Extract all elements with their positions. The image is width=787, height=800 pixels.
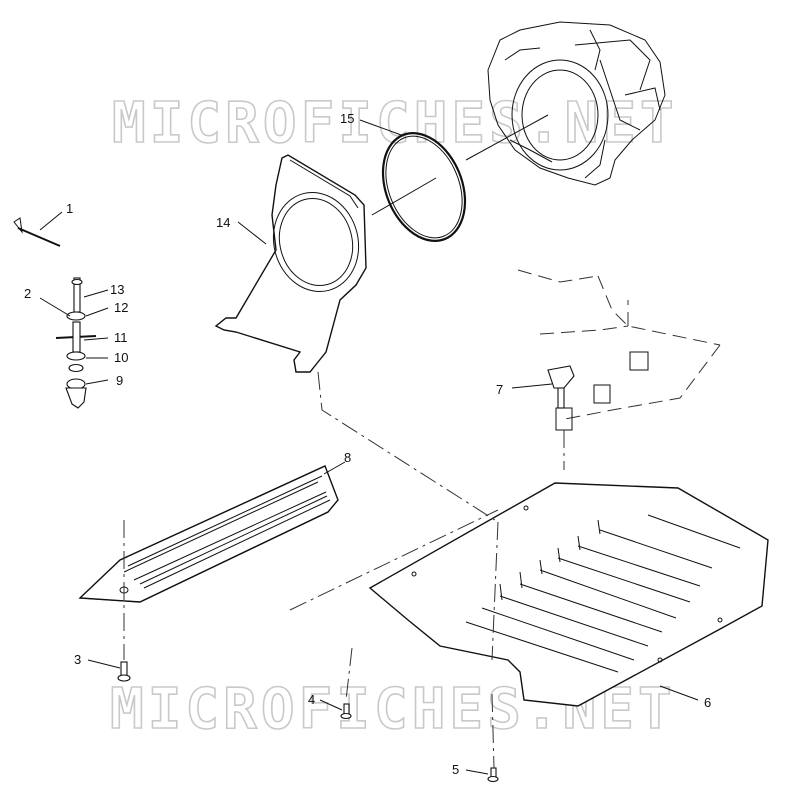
callout-11: 11 — [114, 330, 128, 345]
o-ring — [381, 132, 467, 242]
screw-5 — [487, 767, 499, 783]
intake-adapter — [214, 154, 367, 373]
callout-7: 7 — [496, 382, 503, 397]
screw-3 — [117, 661, 131, 682]
callout-2: 2 — [24, 286, 31, 301]
assembly-lines — [123, 371, 565, 769]
hull-outline — [517, 269, 721, 431]
floor-grate — [368, 482, 769, 707]
callout-15: 15 — [340, 111, 354, 126]
callout-1: 1 — [66, 201, 73, 216]
hardware-stack — [13, 217, 97, 409]
ride-pad — [78, 465, 339, 603]
callout-9: 9 — [116, 373, 123, 388]
callout-10: 10 — [114, 350, 128, 365]
watermark-top: MICROFICHES.NET — [112, 91, 678, 156]
callout-14: 14 — [216, 215, 230, 230]
callout-12: 12 — [114, 300, 128, 315]
callout-13: 13 — [110, 282, 124, 297]
leader-lines — [39, 119, 699, 775]
pump-housing — [487, 21, 666, 186]
screw-4 — [340, 703, 352, 720]
centerline-upper — [465, 114, 549, 161]
callout-5: 5 — [452, 762, 459, 777]
callout-6: 6 — [704, 695, 711, 710]
callout-3: 3 — [74, 652, 81, 667]
callout-4: 4 — [308, 692, 315, 707]
drain-plug — [547, 365, 575, 409]
centerline-mid — [371, 177, 437, 216]
callout-8: 8 — [344, 450, 351, 465]
